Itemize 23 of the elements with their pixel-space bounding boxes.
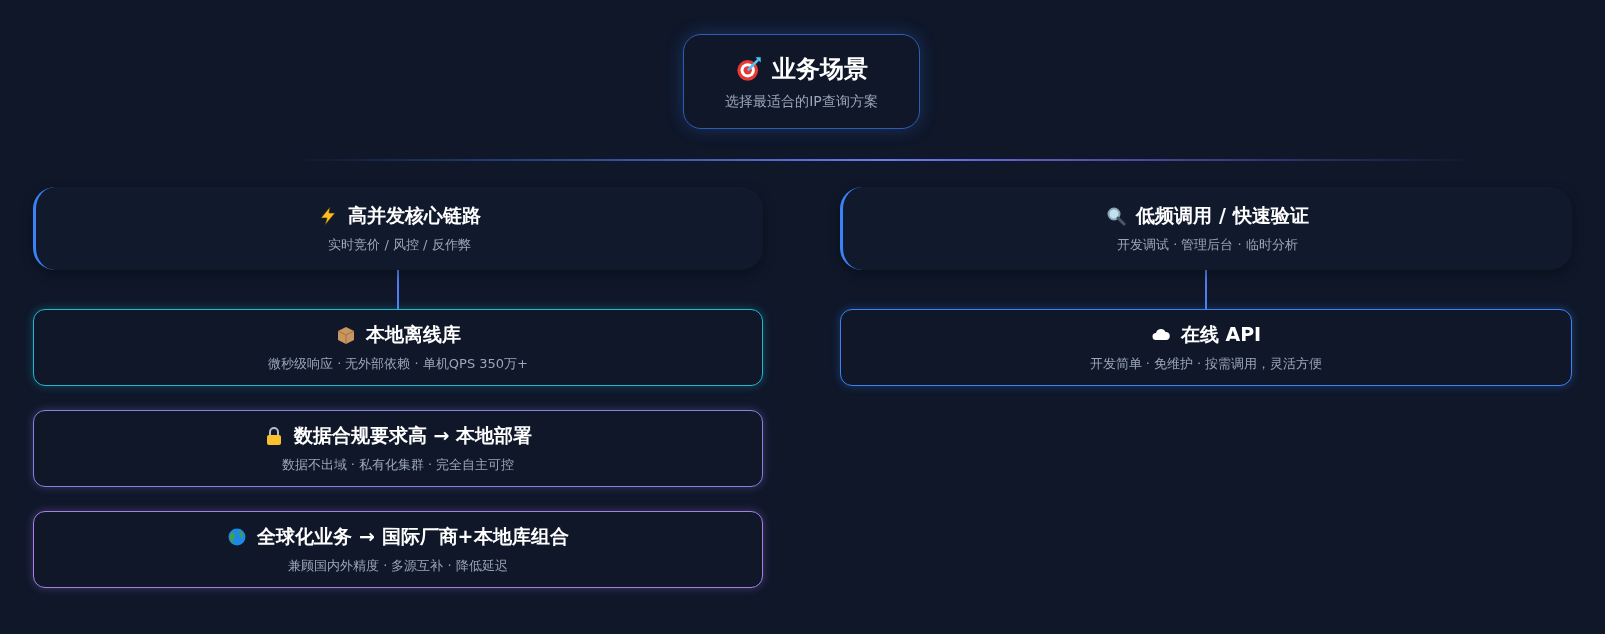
heading-text: 数据合规要求高 → 本地部署: [293, 423, 533, 448]
heading-text: 业务场景: [771, 53, 868, 85]
heading-text: 全球化业务 → 国际厂商+本地库组合: [257, 524, 569, 549]
heading-text: 低频调用 / 快速验证: [1136, 203, 1309, 228]
connector-line: [397, 269, 399, 310]
subtitle-text: 实时竞价 / 风控 / 反作弊: [328, 236, 471, 254]
heading-text: 高并发核心链路: [348, 203, 481, 228]
connector-line: [1205, 269, 1207, 310]
option-card: [33, 410, 763, 487]
heading-text: 本地离线库: [365, 322, 461, 347]
option-card: [33, 309, 763, 386]
subtitle-text: 开发简单 · 免维护 · 按需调用，灵活方便: [1089, 355, 1323, 373]
subtitle-text: 微秒级响应 · 无外部依赖 · 单机QPS 350万+: [268, 355, 528, 373]
category-panel: [840, 187, 1572, 270]
title-box: [683, 34, 920, 129]
subtitle-text: 开发调试 · 管理后台 · 临时分析: [1117, 236, 1298, 254]
subtitle-text: 数据不出域 · 私有化集群 · 完全自主可控: [281, 456, 515, 474]
category-panel: [33, 187, 763, 270]
subtitle-text: 兼顾国内外精度 · 多源互补 · 降低延迟: [288, 557, 508, 575]
option-card: [840, 309, 1572, 386]
subtitle-text: 选择最适合的IP查询方案: [725, 92, 878, 111]
heading-text: 在线 API: [1180, 322, 1262, 347]
option-card: [33, 511, 763, 588]
